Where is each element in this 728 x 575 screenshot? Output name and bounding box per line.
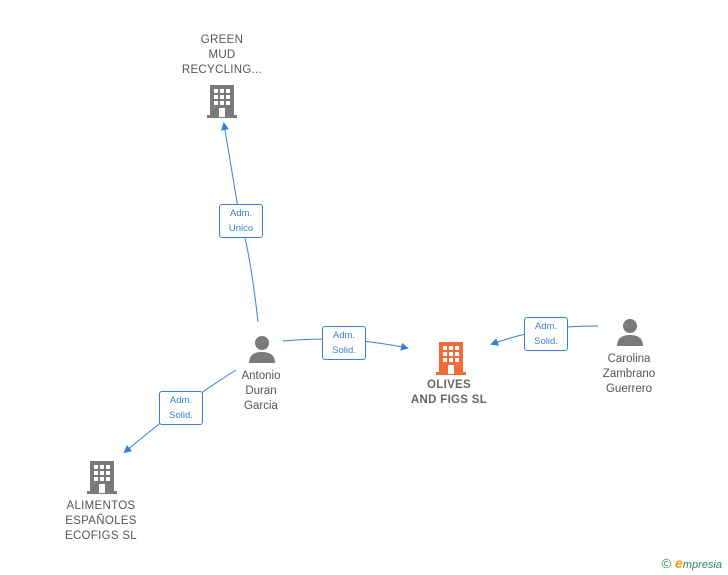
main-building-icon[interactable] — [435, 340, 467, 376]
company-label-line: AND FIGS SL — [410, 394, 488, 406]
person-icon[interactable] — [615, 317, 645, 347]
brand-name: mpresia — [682, 559, 722, 571]
edge-label-adm-solid-antonio[interactable]: Adm. Solid. — [322, 326, 366, 360]
company-label-olives-and-figs[interactable]: OLIVES AND FIGS SL — [411, 378, 487, 408]
company-label-line: OLIVES — [427, 379, 471, 391]
company-label-line: MUD — [208, 49, 236, 61]
person-label-line: Carolina — [607, 353, 651, 365]
person-label-carolina[interactable]: Carolina Zambrano Guerrero — [603, 352, 655, 397]
building-icon[interactable] — [206, 83, 238, 119]
edge-label-line: Adm. — [534, 321, 558, 332]
company-label-green-mud[interactable]: GREEN MUD RECYCLING... — [182, 33, 262, 78]
empresia-logo[interactable]: ©empresia — [661, 555, 722, 571]
person-label-line: Duran — [245, 385, 277, 397]
edge-label-line: Solid. — [332, 345, 356, 356]
person-icon[interactable] — [247, 334, 277, 364]
company-label-line: ALIMENTOS — [66, 500, 136, 512]
edge-label-line: Solid. — [534, 336, 558, 347]
person-label-line: Zambrano — [602, 368, 656, 380]
edge-label-adm-solid-carolina[interactable]: Adm. Solid. — [524, 317, 568, 351]
company-label-alimentos[interactable]: ALIMENTOS ESPAÑOLES ECOFIGS SL — [65, 499, 137, 544]
edge-label-line: Adm. — [169, 395, 193, 406]
edge-label-line: Solid. — [169, 410, 193, 421]
company-label-line: GREEN — [200, 34, 244, 46]
person-label-line: Guerrero — [605, 383, 653, 395]
company-label-line: ECOFIGS SL — [64, 530, 138, 542]
edge-label-line: Adm. — [332, 330, 356, 341]
person-label-line: Garcia — [244, 400, 278, 412]
copyright-symbol: © — [661, 556, 672, 571]
building-icon[interactable] — [86, 459, 118, 495]
edge-label-adm-solid-alimentos[interactable]: Adm. Solid. — [159, 391, 203, 425]
brand-initial: e — [675, 555, 683, 571]
edge-label-line: Adm. — [229, 208, 253, 219]
edge-label-adm-unico[interactable]: Adm. Unico — [219, 204, 263, 238]
person-label-antonio[interactable]: Antonio Duran Garcia — [241, 369, 280, 414]
company-label-line: RECYCLING... — [181, 64, 263, 76]
company-label-line: ESPAÑOLES — [65, 515, 137, 527]
edge-label-line: Unico — [228, 223, 254, 234]
person-label-line: Antonio — [241, 370, 281, 382]
